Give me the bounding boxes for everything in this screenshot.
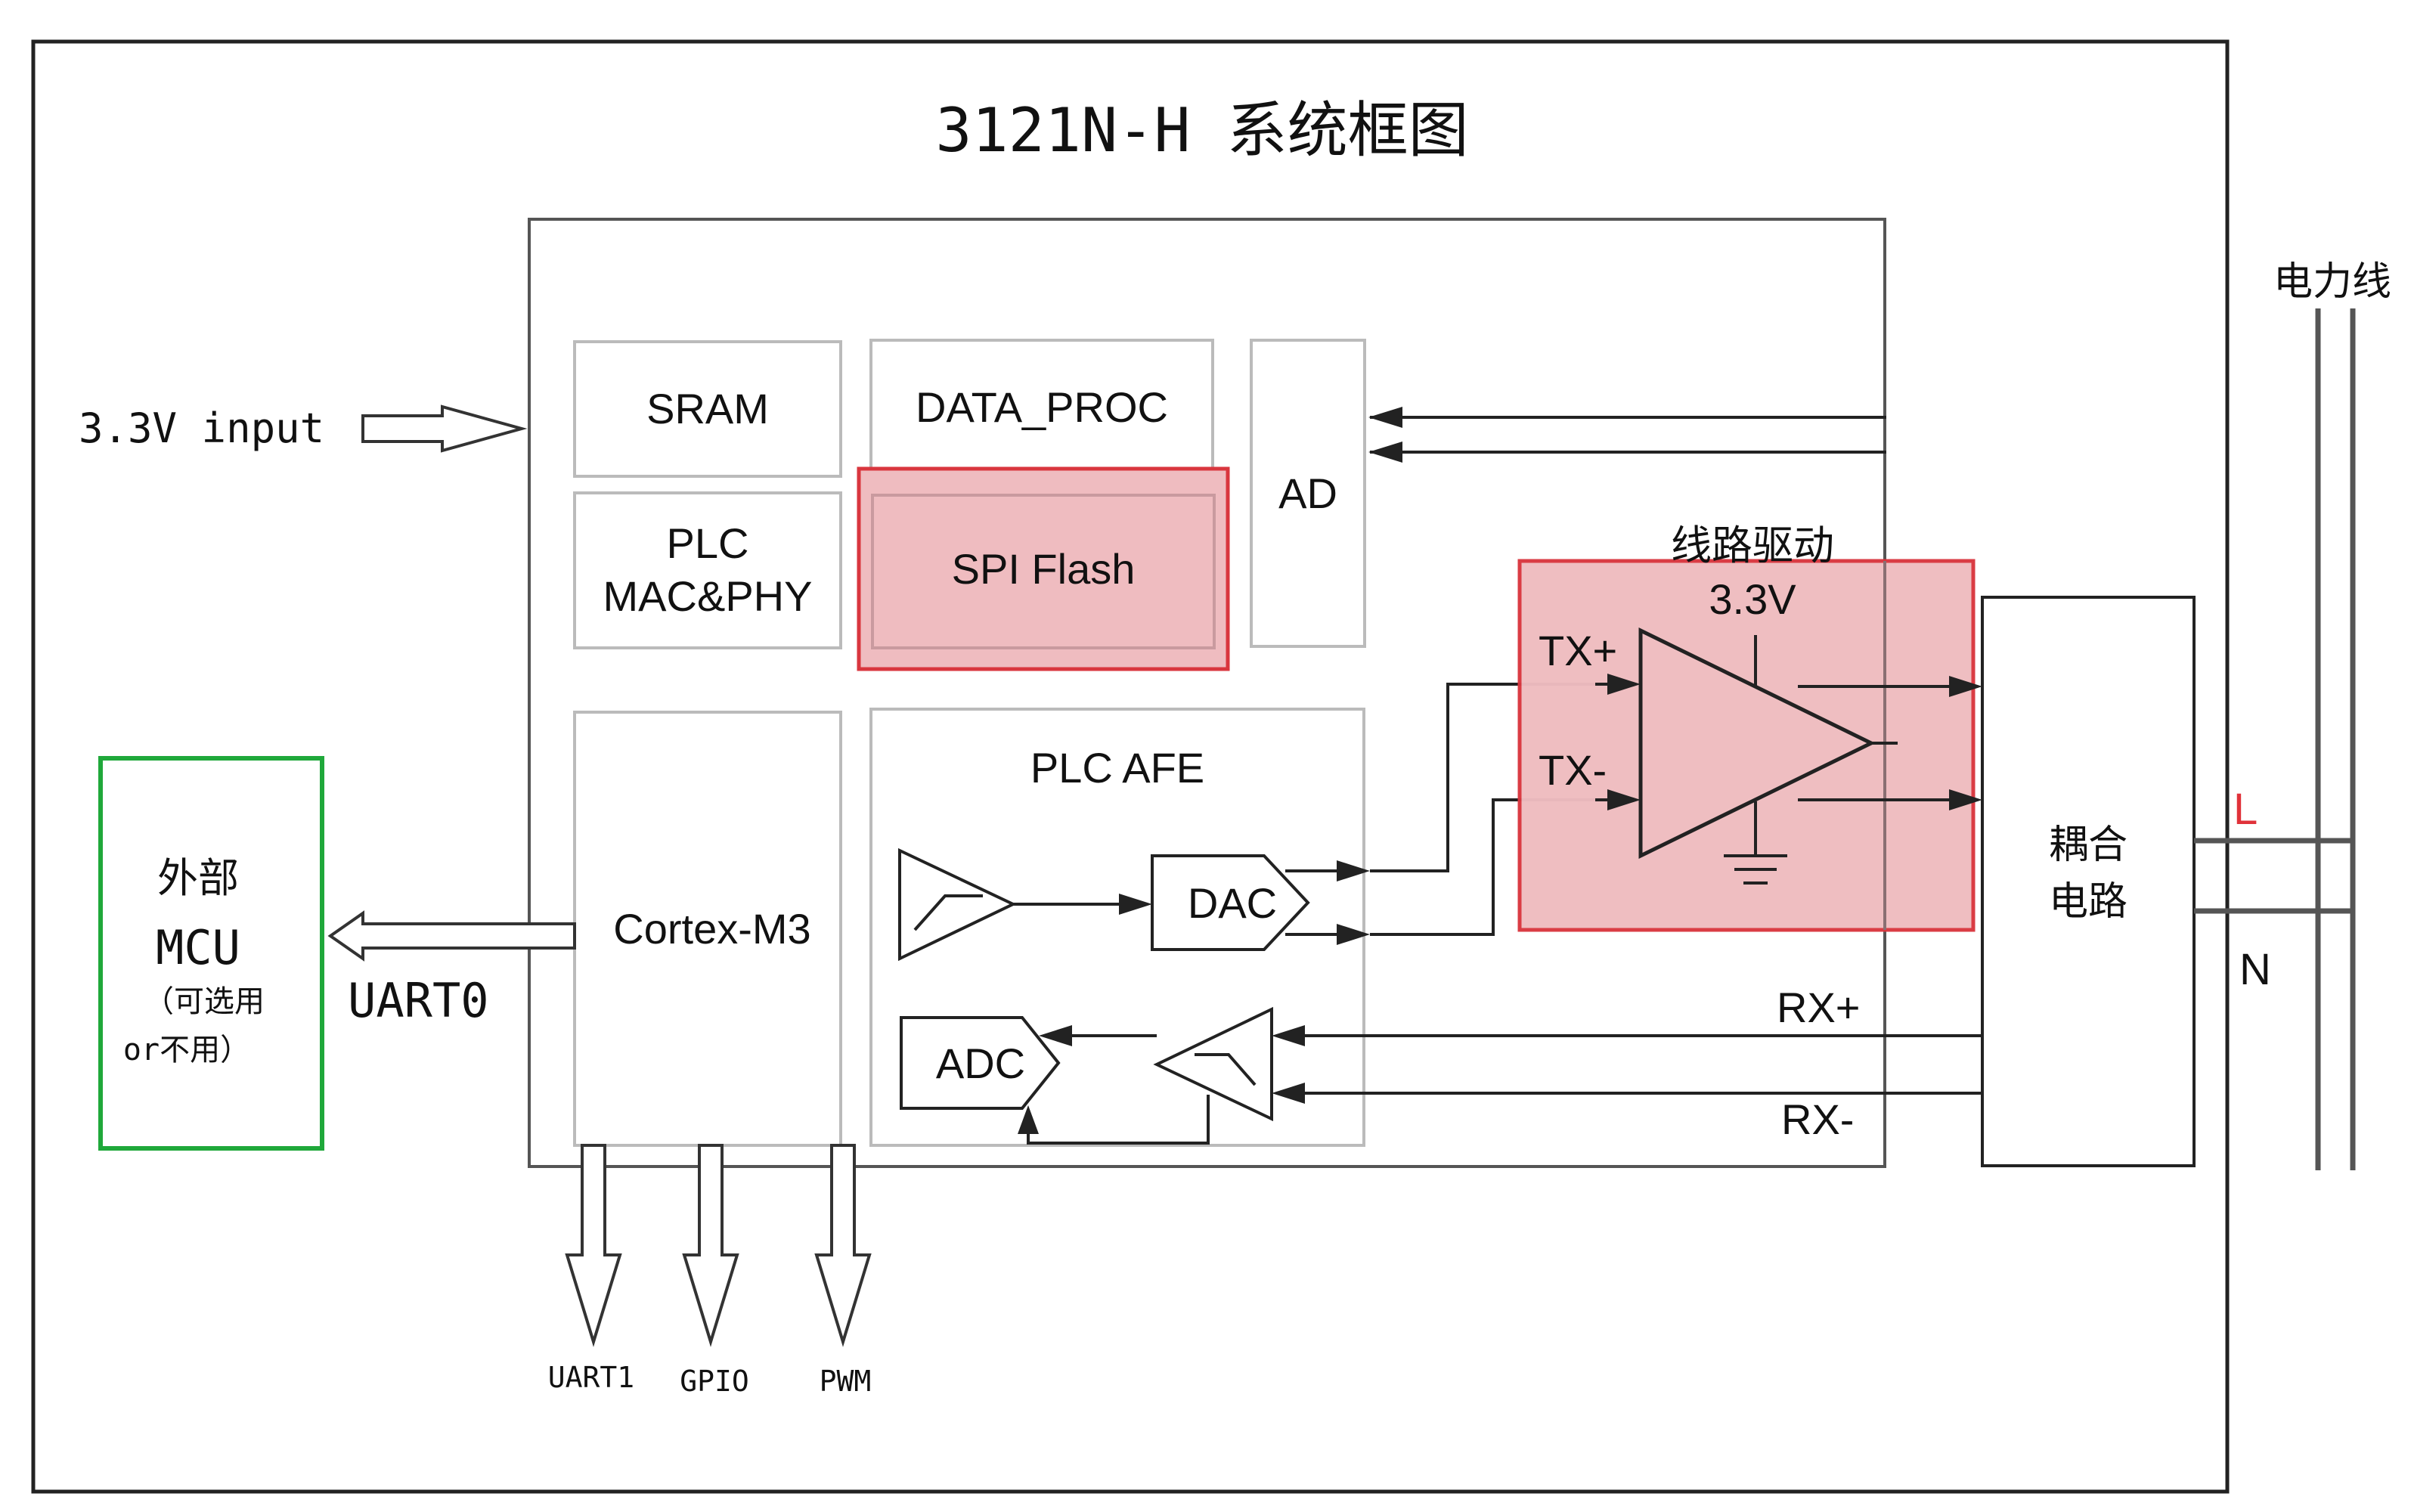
rx-minus-arrow bbox=[1272, 1083, 1305, 1104]
ad-input-arrow-2 bbox=[1368, 442, 1402, 463]
rx-filter bbox=[1153, 1006, 1273, 1122]
dac-out-1-arrow bbox=[1337, 860, 1370, 881]
outer-frame bbox=[31, 39, 2230, 1494]
cortex-m3-block: Cortex-M3 bbox=[573, 711, 842, 1147]
tx-plus-arrow bbox=[1607, 674, 1641, 695]
sram-label: SRAM bbox=[646, 385, 769, 432]
tx-minus-label: TX- bbox=[1539, 746, 1607, 794]
mcu-label-3: （可选用 bbox=[144, 985, 265, 1018]
filter-to-dac-arrow bbox=[1119, 894, 1152, 915]
mcu-label-2: MCU bbox=[156, 920, 240, 975]
power-line-label: 电力线 bbox=[2273, 260, 2391, 304]
pwm-label: PWM bbox=[820, 1365, 872, 1398]
tx-plus-label: TX+ bbox=[1539, 627, 1617, 674]
coupling-label-1: 耦合 bbox=[2049, 823, 2127, 867]
pwm-port: PWM bbox=[814, 1144, 872, 1398]
ad-label: AD bbox=[1278, 469, 1337, 517]
dac-block: DAC bbox=[1151, 854, 1310, 951]
coupling-label-2: 电路 bbox=[2049, 880, 2127, 924]
spi-flash-block: SPI Flash bbox=[857, 466, 1230, 671]
dac-out-2-arrow bbox=[1337, 924, 1370, 945]
adc-block: ADC bbox=[900, 1016, 1061, 1110]
uart1-label: UART1 bbox=[548, 1361, 634, 1394]
rx-plus-label: RX+ bbox=[1777, 984, 1861, 1031]
plc-mac-phy-block: PLC MAC&PHY bbox=[573, 491, 842, 649]
rx-feedback-arrow bbox=[1018, 1105, 1039, 1134]
plc-afe-label: PLC AFE bbox=[1030, 744, 1204, 792]
adc-label: ADC bbox=[936, 1040, 1025, 1087]
n-label: N bbox=[2239, 945, 2271, 994]
spi-flash-label: SPI Flash bbox=[952, 545, 1136, 593]
mac-phy-label: MAC&PHY bbox=[603, 572, 813, 620]
uart0-arrow bbox=[327, 910, 576, 962]
l-label: L bbox=[2233, 785, 2258, 834]
diagram-title: 3121N-H 系统框图 bbox=[935, 95, 1468, 166]
driver-out-1-arrow bbox=[1949, 676, 1982, 697]
uart1-port: UART1 bbox=[548, 1144, 634, 1394]
plc-label: PLC bbox=[667, 519, 749, 567]
line-driver-label: 线路驱动 bbox=[1671, 523, 1834, 569]
tx-filter bbox=[898, 847, 1017, 962]
uart0-label: UART0 bbox=[348, 973, 489, 1028]
sram-block: SRAM bbox=[573, 340, 842, 478]
power-input-arrow bbox=[361, 404, 528, 453]
line-driver-voltage: 3.3V bbox=[1709, 575, 1796, 623]
mcu-label-4: or不用） bbox=[123, 1033, 250, 1067]
power-input: 3.3V input bbox=[79, 404, 528, 453]
gpio-port: GPIO bbox=[680, 1144, 749, 1398]
mcu-label-1: 外部 bbox=[157, 856, 239, 901]
dac-label: DAC bbox=[1188, 879, 1277, 927]
ground-icon bbox=[1724, 801, 1787, 885]
tx-minus-arrow bbox=[1607, 789, 1641, 810]
ad-input-arrow-1 bbox=[1368, 407, 1402, 428]
rx-filter-to-adc-arrow bbox=[1039, 1025, 1072, 1046]
cortex-m3-label: Cortex-M3 bbox=[613, 905, 810, 953]
rx-plus-arrow bbox=[1272, 1025, 1305, 1046]
gpio-label: GPIO bbox=[680, 1365, 749, 1398]
line-driver-amplifier bbox=[1638, 627, 1876, 860]
coupling-circuit: 耦合 电路 bbox=[1981, 596, 2196, 1167]
data-proc-block: DATA_PROC bbox=[869, 339, 1214, 478]
driver-out-2-arrow bbox=[1949, 789, 1982, 810]
external-mcu-block: 外部 MCU （可选用 or不用） bbox=[98, 756, 324, 1151]
power-input-label: 3.3V input bbox=[79, 404, 324, 452]
rx-minus-label: RX- bbox=[1781, 1095, 1854, 1143]
data-proc-label: DATA_PROC bbox=[916, 383, 1168, 431]
ad-block: AD bbox=[1250, 339, 1366, 648]
